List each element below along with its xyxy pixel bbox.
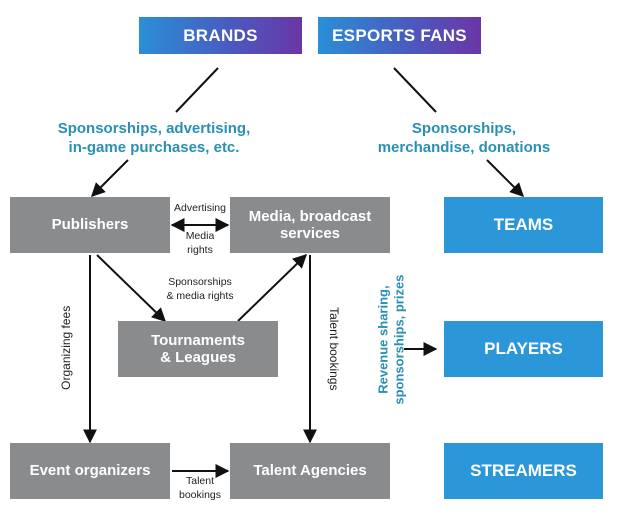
talent-bookings-line-2: bookings: [178, 488, 222, 501]
teams-box: TEAMS: [444, 197, 603, 253]
tournaments-box-line-1: Tournaments: [151, 331, 245, 349]
revenue-sharing-line-1: Revenue sharing,: [375, 285, 391, 394]
advertising-label: Advertising: [174, 202, 226, 214]
talent-bookings-line-1: Talent: [185, 475, 215, 487]
media-rights-line-1: Media: [185, 230, 215, 242]
revenue-sharing-label: Revenue sharing, sponsorships, prizes: [375, 260, 406, 420]
to-publishers-arrow: [91, 159, 129, 197]
streamers-box: STREAMERS: [444, 443, 603, 499]
media-box: Media, broadcast services: [230, 197, 390, 253]
media-rights-line-2: rights: [187, 243, 213, 256]
revenue-sharing-line-2: sponsorships, prizes: [391, 274, 406, 405]
brands-flow-label: Sponsorships, advertising, in-game purch…: [20, 120, 288, 158]
fans-line: [393, 67, 437, 113]
tournaments-box: Tournaments & Leagues: [118, 321, 278, 377]
brands-line: [175, 67, 219, 113]
media-box-line-1: Media, broadcast: [248, 207, 372, 225]
players-box: PLAYERS: [444, 321, 603, 377]
fans-flow-line-1: Sponsorships,: [411, 120, 517, 137]
to-teams-arrow: [486, 159, 524, 197]
media-rights-label: Media rights: [170, 230, 230, 257]
event-organizers-box: Event organizers: [10, 443, 170, 499]
sponsorships-label-line-1: Sponsorships: [168, 276, 232, 288]
sponsorships-media-rights-label: Sponsorships & media rights: [150, 276, 250, 303]
organizing-fees-label: Organizing fees: [59, 305, 74, 390]
publishers-box: Publishers: [10, 197, 170, 253]
brands-box: BRANDS: [139, 17, 302, 54]
talent-agencies-box: Talent Agencies: [230, 443, 390, 499]
tournaments-media-arrow: [237, 254, 308, 322]
fans-flow-label: Sponsorships, merchandise, donations: [352, 120, 576, 158]
sponsorships-label-line-2: & media rights: [166, 289, 234, 302]
esports-fans-box: ESPORTS FANS: [318, 17, 481, 54]
brands-flow-line-1: Sponsorships, advertising,: [57, 120, 251, 137]
talent-bookings-horizontal-label: Talent bookings: [170, 475, 230, 502]
tournaments-box-line-2: & Leagues: [160, 349, 236, 366]
publishers-tournaments-arrow: [96, 254, 167, 322]
brands-flow-line-2: in-game purchases, etc.: [68, 138, 240, 156]
talent-bookings-vertical-label: Talent bookings: [326, 307, 341, 391]
media-box-line-2: services: [279, 225, 341, 242]
fans-flow-line-2: merchandise, donations: [377, 138, 551, 156]
